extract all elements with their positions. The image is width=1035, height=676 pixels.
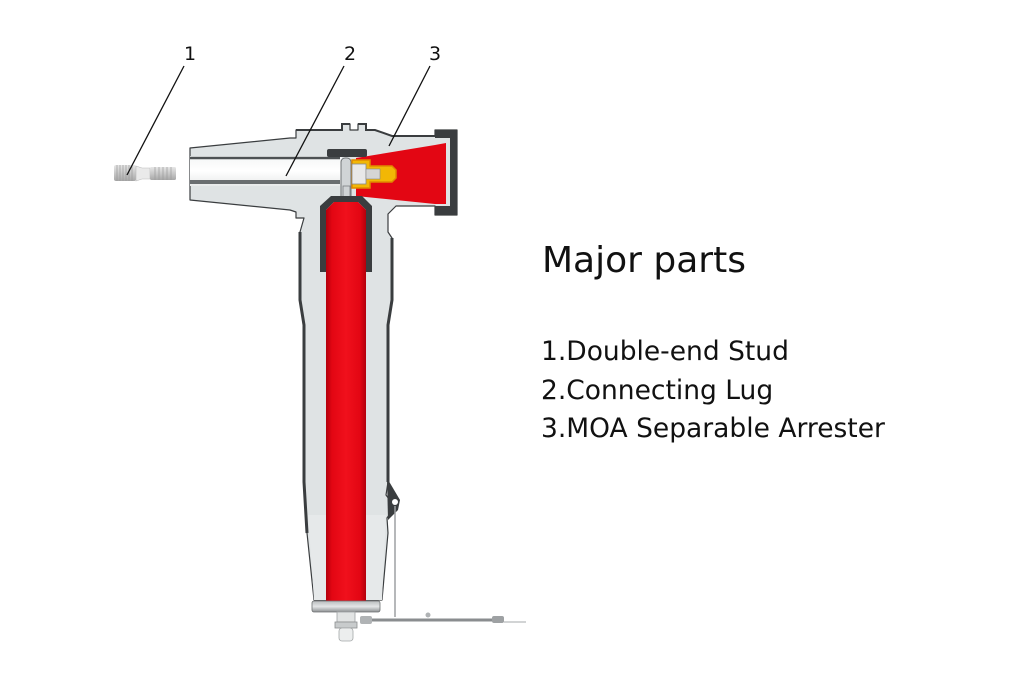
- callout-1: 1: [184, 43, 197, 65]
- callout-2: 2: [344, 43, 357, 65]
- parts-list-item: 2.Connecting Lug: [541, 374, 774, 406]
- double-end-stud: [114, 165, 176, 182]
- callout-leaders: [126, 65, 431, 177]
- legend-title: Major parts: [542, 240, 746, 281]
- ground-terminal: [311, 600, 381, 642]
- ground-lead: [360, 478, 526, 624]
- callout-3: 3: [429, 43, 442, 65]
- parts-list-item: 1.Double-end Stud: [541, 336, 789, 367]
- parts-list-item: 3.MOA Separable Arrester: [541, 413, 885, 444]
- moa-separable-arrester: [320, 143, 446, 604]
- parts-list: 1.Double-end Stud 2.Connecting Lug 3.MOA…: [541, 333, 885, 449]
- connecting-lug: [190, 156, 352, 211]
